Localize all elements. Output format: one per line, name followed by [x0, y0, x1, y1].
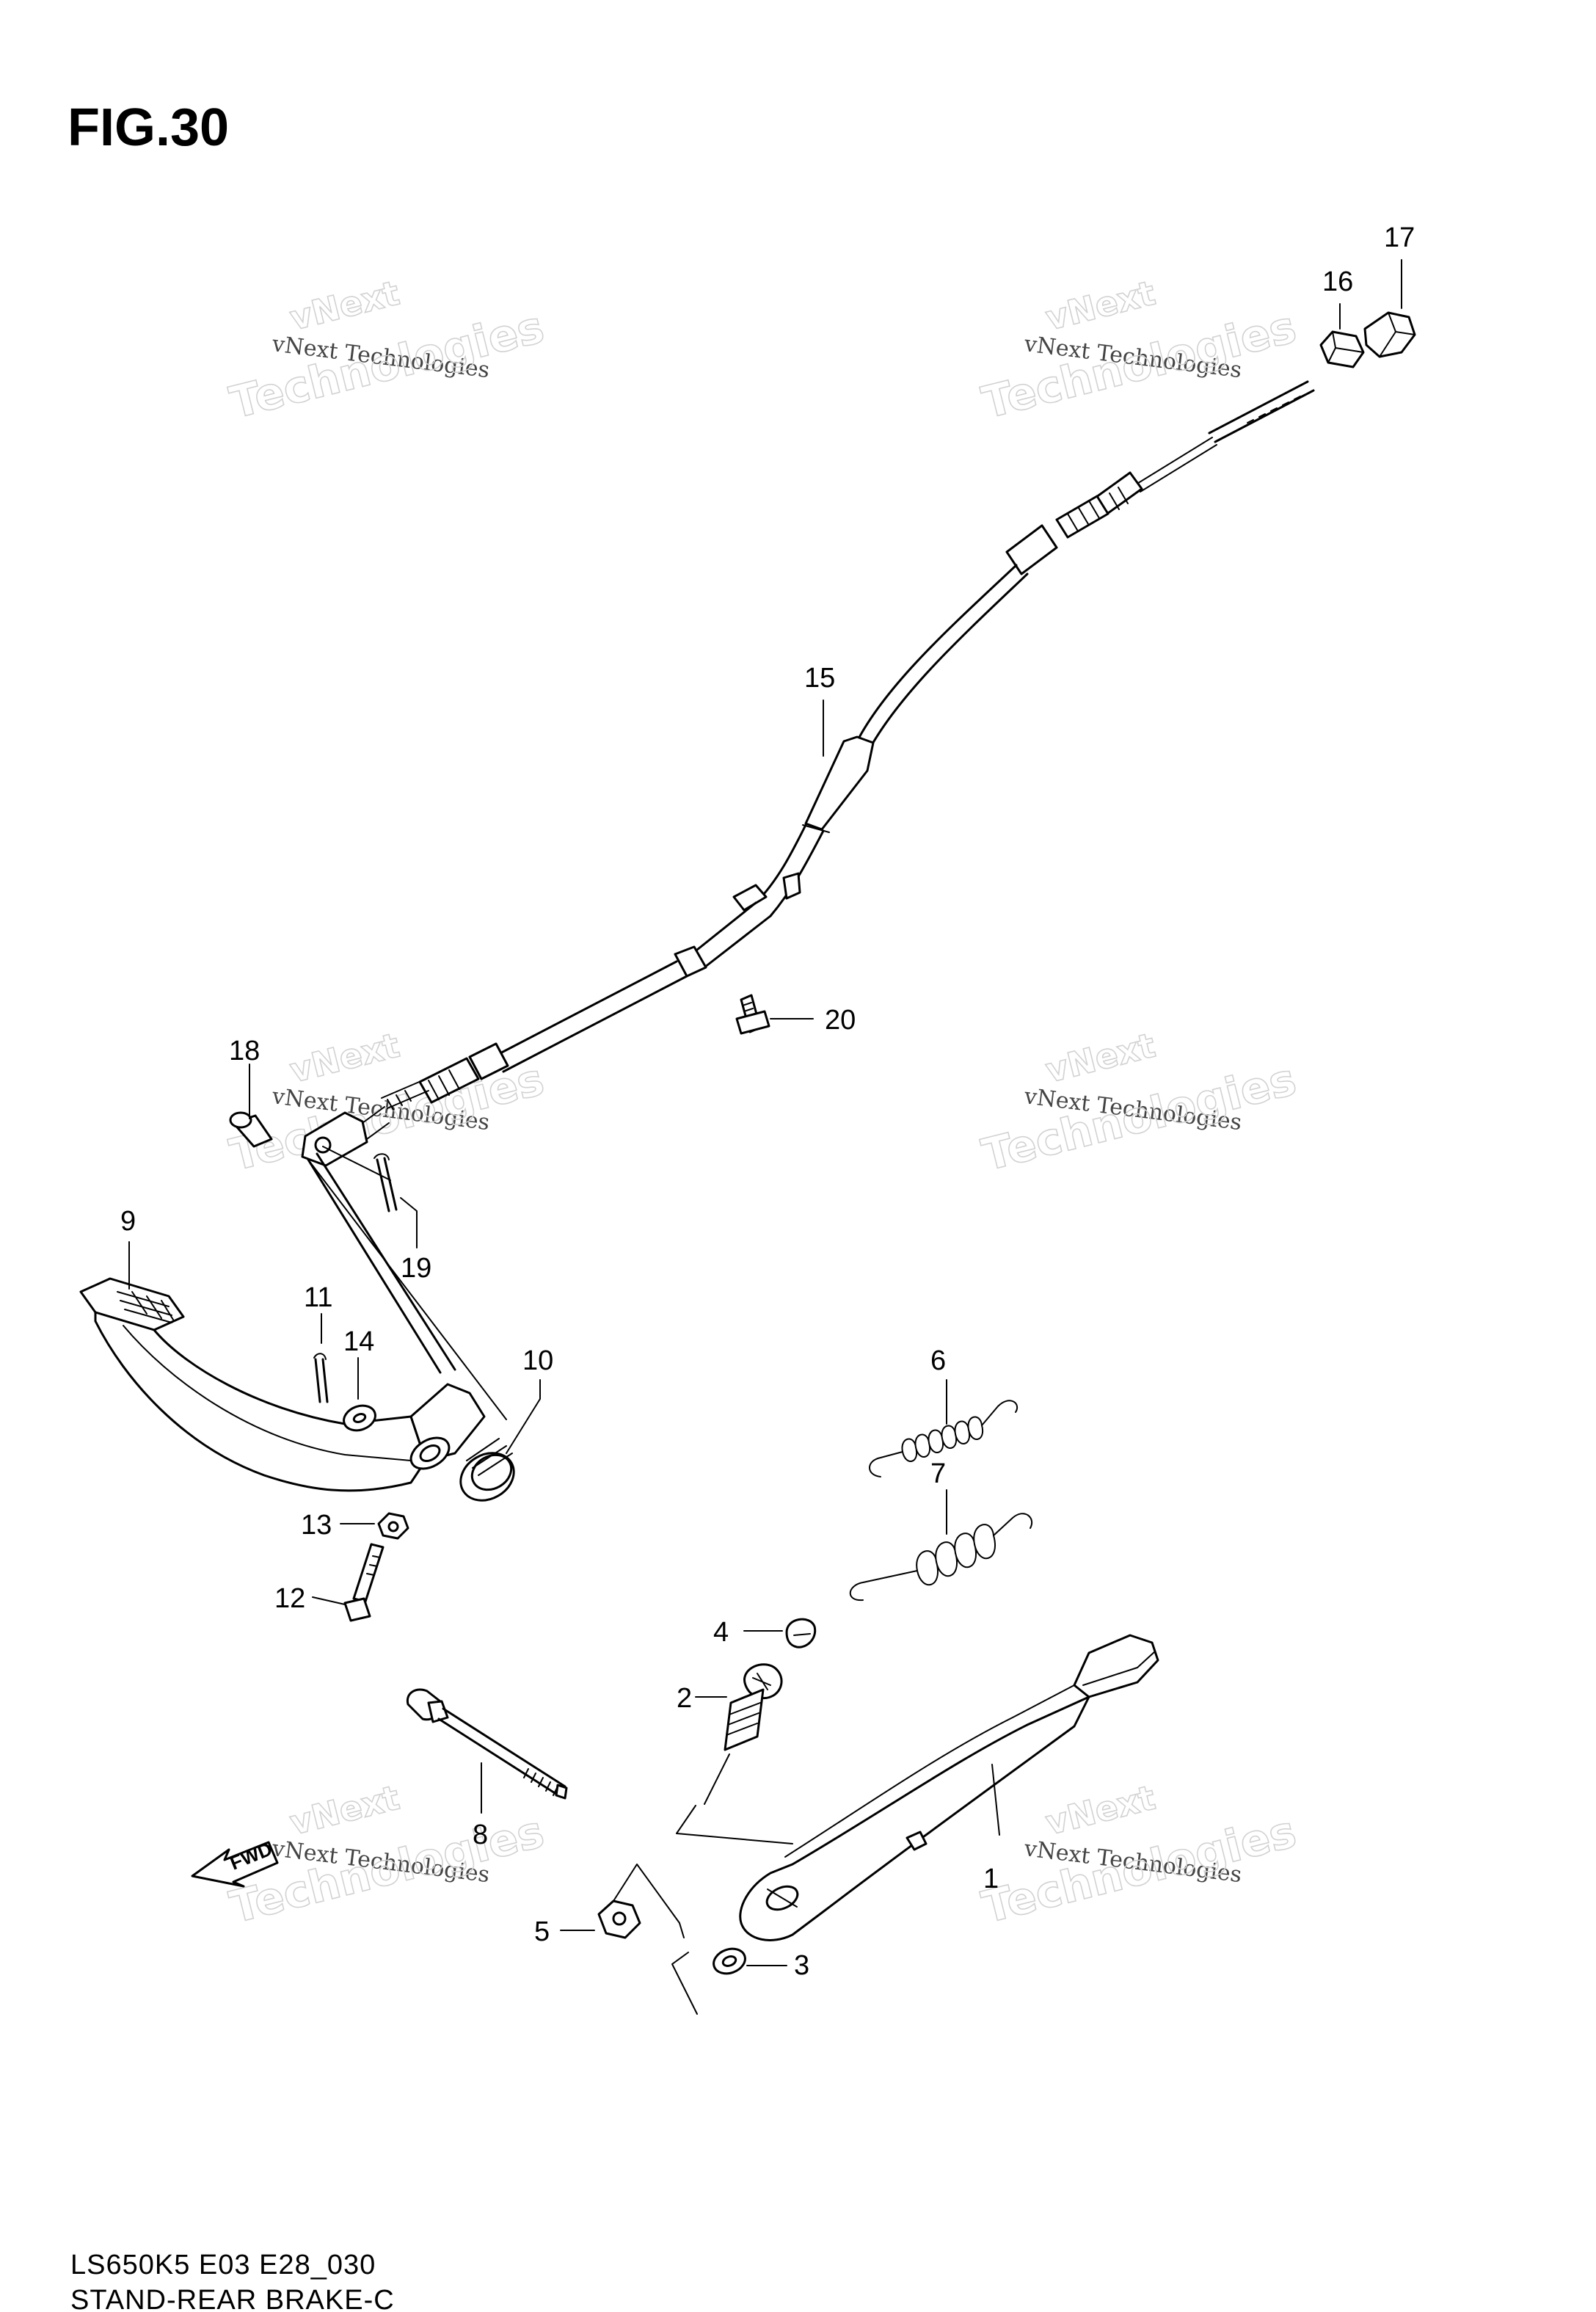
- callout-19: 19: [401, 1253, 431, 1284]
- part-8-bolt: [406, 1688, 568, 1814]
- part-4-cap: [743, 1618, 817, 1648]
- svg-text:vNext: vNext: [286, 273, 404, 338]
- svg-text:vNext: vNext: [286, 1778, 404, 1843]
- svg-text:vNext: vNext: [1042, 1778, 1159, 1843]
- svg-text:vNext: vNext: [1042, 1025, 1159, 1091]
- svg-text:Technologies: Technologies: [225, 302, 550, 429]
- part-13-nut: [340, 1512, 409, 1540]
- callout-8: 8: [473, 1820, 488, 1850]
- part-10-spring: [459, 1379, 541, 1502]
- part-5-nut: [560, 1900, 641, 1939]
- callout-6: 6: [930, 1345, 946, 1376]
- callout-11: 11: [304, 1282, 332, 1313]
- callout-16: 16: [1322, 266, 1353, 297]
- part-6-spring: [869, 1379, 1018, 1477]
- part-15-brake-cable: [301, 380, 1315, 1167]
- callout-15: 15: [804, 663, 835, 694]
- watermark-top-left: vNext vNext Technologies Technologies: [225, 272, 550, 429]
- footer-name: STAND-REAR BRAKE-C: [70, 2285, 395, 2312]
- part-11-pin: [313, 1313, 329, 1403]
- callout-1: 1: [983, 1864, 999, 1894]
- part-20-bolt: [735, 994, 814, 1035]
- svg-text:Technologies: Technologies: [225, 1054, 550, 1182]
- callout-14: 14: [343, 1326, 374, 1357]
- callout-18: 18: [229, 1036, 260, 1066]
- watermark-mid-left: vNext vNext Technologies Technologies: [225, 1025, 550, 1182]
- part-3-washer: [713, 1947, 787, 1975]
- watermark-mid-right: vNext vNext Technologies Technologies: [977, 1025, 1302, 1182]
- callout-9: 9: [120, 1206, 136, 1237]
- callout-3: 3: [794, 1950, 809, 1981]
- callout-13: 13: [301, 1510, 332, 1541]
- svg-text:vNext: vNext: [1042, 273, 1159, 338]
- callout-20: 20: [825, 1005, 856, 1036]
- watermark-top-right: vNext vNext Technologies Technologies: [977, 272, 1302, 429]
- part-17-joint: [1363, 311, 1416, 358]
- explode-guide-lines: [613, 1805, 793, 2015]
- part-2-pivot-bolt: [695, 1663, 783, 1805]
- part-19-cotter-pin: [322, 1146, 418, 1248]
- callout-12: 12: [274, 1583, 305, 1614]
- callout-17: 17: [1384, 222, 1415, 253]
- part-7-spring: [849, 1489, 1032, 1602]
- svg-text:Technologies: Technologies: [977, 1806, 1302, 1934]
- part-14-washer: [343, 1357, 376, 1432]
- part-9-brake-pedal: [79, 1152, 507, 1492]
- part-18-pin: [229, 1064, 273, 1148]
- figure-title: FIG.30: [68, 98, 229, 157]
- callout-4: 4: [713, 1617, 729, 1648]
- part-16-nut: [1319, 330, 1365, 368]
- watermark-bottom-right: vNext vNext Technologies Technologies: [977, 1777, 1302, 1934]
- part-1-side-stand: [739, 1634, 1159, 1941]
- callout-5: 5: [534, 1916, 550, 1947]
- svg-text:Technologies: Technologies: [225, 1806, 550, 1934]
- callout-2: 2: [677, 1683, 692, 1714]
- svg-text:vNext: vNext: [286, 1025, 404, 1091]
- svg-text:Technologies: Technologies: [977, 1054, 1302, 1182]
- callout-7: 7: [930, 1458, 946, 1489]
- callout-10: 10: [522, 1345, 553, 1376]
- footer-code: LS650K5 E03 E28_030: [70, 2250, 376, 2280]
- part-12-bolt: [312, 1543, 385, 1622]
